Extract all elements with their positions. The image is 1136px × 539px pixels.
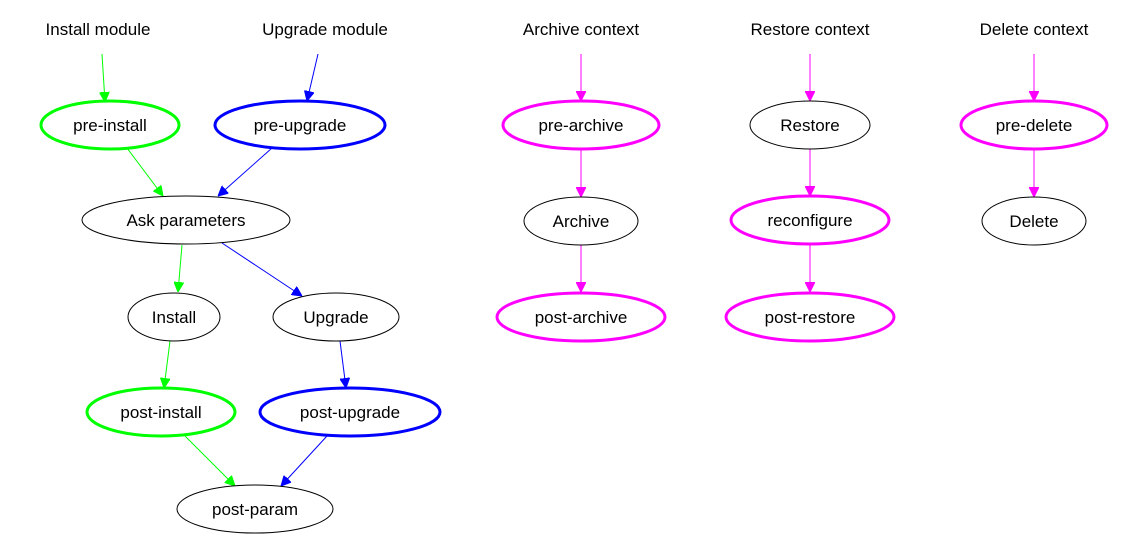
- context-headers: Install module Upgrade module Archive co…: [46, 20, 1089, 39]
- node-shape: [39, 99, 181, 151]
- node-install: Install: [127, 292, 221, 342]
- node-shape: [724, 291, 896, 343]
- header-upgrade-module: Upgrade module: [262, 20, 388, 39]
- node-label: Install: [152, 308, 196, 327]
- node-shape: [81, 195, 291, 245]
- node-pre-archive: pre-archive: [501, 99, 661, 151]
- node-shape: [523, 196, 639, 246]
- node-shape: [959, 99, 1109, 151]
- node-label: pre-upgrade: [254, 116, 347, 135]
- node-post-param: post-param: [176, 484, 334, 534]
- node-label: post-upgrade: [300, 403, 400, 422]
- header-archive-context: Archive context: [523, 20, 639, 39]
- node-shape: [981, 196, 1087, 246]
- edge-ask-parameters-to-upgrade: [221, 242, 302, 296]
- edge-pre-upgrade-to-ask-parameters: [218, 147, 273, 196]
- header-install-module: Install module: [46, 20, 151, 39]
- node-shape: [729, 194, 891, 246]
- node-shape: [495, 291, 667, 343]
- node-label: Ask parameters: [126, 211, 245, 230]
- edge-install-module-to-pre-install: [102, 53, 105, 102]
- header-restore-context: Restore context: [750, 20, 869, 39]
- node-reconfigure: reconfigure: [729, 194, 891, 246]
- node-label: pre-install: [73, 116, 147, 135]
- node-post-upgrade: post-upgrade: [258, 386, 442, 438]
- node-label: Delete: [1009, 212, 1058, 231]
- edge-post-upgrade-to-post-param: [281, 435, 328, 486]
- node-ask-parameters: Ask parameters: [81, 195, 291, 245]
- node-post-archive: post-archive: [495, 291, 667, 343]
- edge-upgrade-module-to-pre-upgrade: [307, 53, 319, 101]
- node-label: post-install: [120, 403, 201, 422]
- edge-upgrade-to-post-upgrade: [339, 340, 346, 388]
- node-label: post-param: [212, 500, 298, 519]
- node-post-restore: post-restore: [724, 291, 896, 343]
- node-shape: [127, 292, 221, 342]
- edge-install-to-post-install: [164, 340, 171, 388]
- node-shape: [258, 386, 442, 438]
- node-restore: Restore: [749, 100, 871, 150]
- edge-post-install-to-post-param: [184, 435, 235, 486]
- node-delete: Delete: [981, 196, 1087, 246]
- node-label: post-archive: [535, 308, 628, 327]
- node-shape: [85, 386, 237, 438]
- node-label: reconfigure: [767, 211, 852, 230]
- node-shape: [749, 100, 871, 150]
- node-label: Archive: [553, 212, 610, 231]
- node-shape: [501, 99, 661, 151]
- node-label: post-restore: [765, 308, 856, 327]
- header-delete-context: Delete context: [980, 20, 1089, 39]
- node-pre-install: pre-install: [39, 99, 181, 151]
- node-upgrade: Upgrade: [272, 292, 400, 342]
- node-pre-upgrade: pre-upgrade: [213, 99, 387, 151]
- node-label: pre-archive: [538, 116, 623, 135]
- node-shape: [176, 484, 334, 534]
- node-archive: Archive: [523, 196, 639, 246]
- node-shape: [213, 99, 387, 151]
- edge-ask-parameters-to-install: [178, 244, 182, 292]
- edge-pre-install-to-ask-parameters: [126, 147, 163, 196]
- node-label: Upgrade: [303, 308, 368, 327]
- node-label: Restore: [780, 116, 840, 135]
- node-post-install: post-install: [85, 386, 237, 438]
- node-label: pre-delete: [996, 116, 1073, 135]
- edges: [102, 53, 1034, 486]
- node-pre-delete: pre-delete: [959, 99, 1109, 151]
- node-shape: [272, 292, 400, 342]
